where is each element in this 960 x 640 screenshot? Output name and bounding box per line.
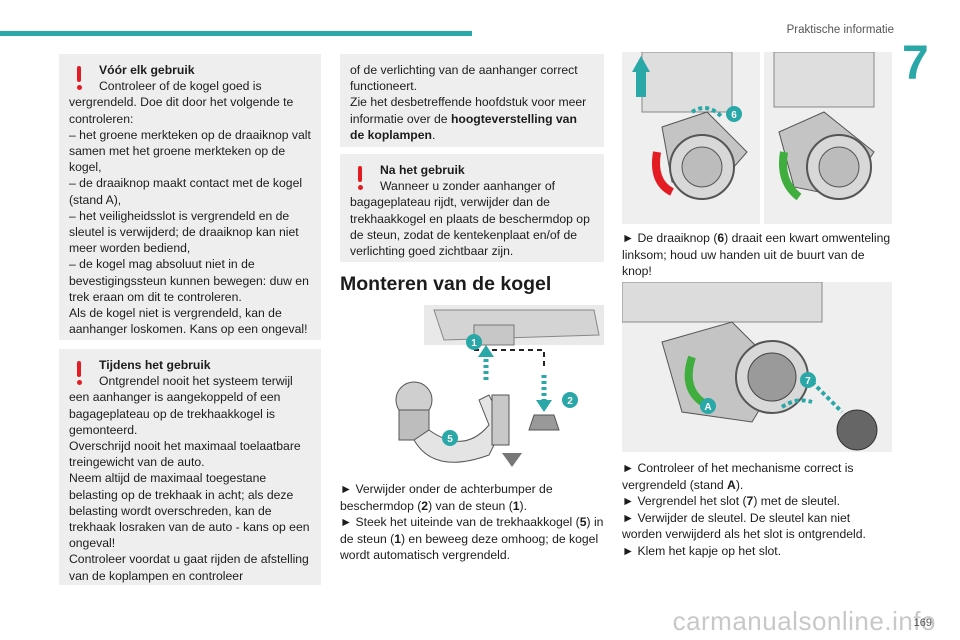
chapter-number: 7 (902, 37, 929, 90)
section-heading: Monteren van de kogel (340, 273, 552, 295)
illustration-knob-aligned-svg (764, 51, 892, 224)
warning-icon (69, 62, 89, 92)
instructions-lock: ► Controleer of het mechanisme correct i… (622, 460, 892, 559)
header-accent-bar (0, 31, 472, 36)
warning-icon (350, 162, 370, 192)
step-lock-key: ► Vergrendel het slot (7) met de sleutel… (622, 494, 841, 508)
callout-7 (800, 372, 816, 388)
illustration-knob-turn: 6 (622, 51, 760, 224)
instructions-knob: ► De draaiknop (6) draait een kwart omwe… (622, 230, 892, 280)
callout-7-label: 7 (805, 376, 811, 387)
warning-title: Na het gebruik (380, 163, 465, 177)
callout-A-label: A (704, 402, 711, 413)
illustration-mount-ball: 1 2 5 (394, 305, 604, 473)
warning-text: Ontgrendel nooit het systeem terwijl een… (69, 374, 310, 583)
instructions-mount: ► Verwijder onder de achterbumper de bes… (340, 481, 604, 564)
illustration-lock-cap-svg: 7 A (621, 281, 892, 452)
callout-1 (466, 334, 482, 350)
illustration-knob-turn-svg: 6 (622, 51, 760, 224)
watermark: carmanualsonline.info (672, 606, 936, 636)
warning-icon (69, 357, 89, 387)
warning-text: Controleer of de kogel goed is vergrende… (69, 79, 311, 337)
warning-box-before-use: Vóór elk gebruik Controleer of de kogel … (59, 54, 321, 340)
warning-title: Vóór elk gebruik (99, 63, 195, 77)
warning-text: Wanneer u zonder aanhanger of bagageplat… (350, 179, 590, 259)
page-number: 169 (913, 617, 932, 629)
callout-2 (562, 392, 578, 408)
warning-box-continued: of de verlichting van de aanhanger corre… (340, 54, 604, 147)
step-remove-cap: ► Verwijder onder de achterbumper de bes… (340, 482, 553, 513)
warning-box-after-use: Na het gebruik Wanneer u zonder aanhange… (340, 154, 604, 262)
illustration-knob-aligned (764, 51, 892, 224)
warning-box-during-use: Tijdens het gebruik Ontgrendel nooit het… (59, 349, 321, 585)
warning-text: of de verlichting van de aanhanger corre… (350, 63, 587, 126)
callout-5 (442, 430, 458, 446)
step-insert-ball: ► Steek het uiteinde van de trekhaakkoge… (340, 515, 604, 562)
callout-6-label: 6 (731, 110, 737, 121)
callout-A (700, 398, 716, 414)
section-title: Praktische informatie (786, 24, 894, 36)
step-knob-turns: ► De draaiknop (6) draait een kwart omwe… (622, 231, 891, 278)
callout-2-label: 2 (567, 396, 573, 407)
callout-1-label: 1 (471, 338, 477, 349)
illustration-mount-ball-svg: 1 2 5 (395, 305, 604, 467)
warning-text-bold: hoogteverstelling van de koplampen (350, 111, 577, 142)
step-clip-cap: ► Klem het kapje op het slot. (622, 543, 782, 558)
step-check-position: ► Controleer of het mechanisme correct i… (622, 461, 854, 492)
warning-text-end: . (431, 127, 436, 142)
step-remove-key: ► Verwijder de sleutel. De sleutel kan n… (622, 510, 866, 542)
callout-6 (726, 106, 742, 122)
illustration-lock-cap: 7 A (621, 281, 892, 452)
callout-5-label: 5 (447, 434, 453, 445)
warning-title: Tijdens het gebruik (99, 358, 211, 372)
